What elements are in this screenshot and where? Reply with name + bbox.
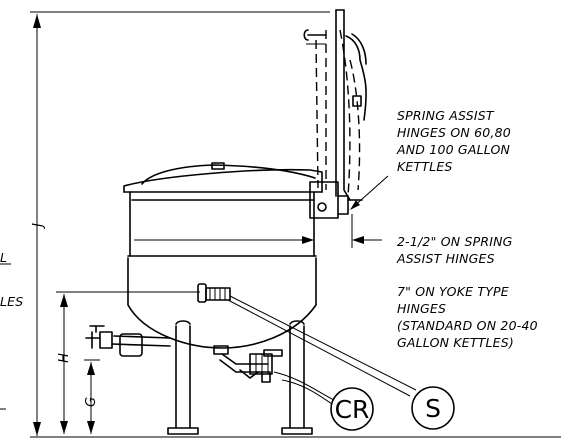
dimension-h: H <box>56 291 200 434</box>
offset-dimension <box>284 214 382 248</box>
dimension-label-g: G <box>84 397 99 407</box>
note-offset-spring-line-2: ASSIST HINGES <box>396 251 495 266</box>
note-yoke-line-1: 7" ON YOKE TYPE <box>397 284 509 299</box>
callout-cr-label: CR <box>335 395 370 424</box>
note-spring-assist-line-4: KETTLES <box>397 159 453 174</box>
cr-leader <box>273 371 335 401</box>
note-spring-assist: SPRING ASSIST HINGES ON 60,80 AND 100 GA… <box>396 108 511 174</box>
note-spring-assist-line-3: AND 100 GALLON <box>396 142 511 157</box>
note-offset-spring-line-1: 2-1/2" ON SPRING <box>397 234 513 249</box>
note-spring-assist-line-1: SPRING ASSIST <box>397 108 495 123</box>
callout-cr: CR <box>330 387 374 431</box>
open-lid <box>303 9 367 201</box>
cropped-text-l: L <box>0 250 7 265</box>
dimension-j: J <box>30 11 330 436</box>
kettle-body <box>127 191 317 349</box>
callout-s: S <box>411 386 455 430</box>
cropped-text-les: LES <box>0 294 23 309</box>
kettle-lid <box>123 162 323 201</box>
bottom-fitting <box>213 345 283 383</box>
drain-valve <box>85 325 171 357</box>
side-fitting <box>197 283 231 303</box>
note-yoke: 7" ON YOKE TYPE HINGES (STANDARD ON 20-4… <box>397 284 538 350</box>
callout-s-label: S <box>425 394 441 423</box>
note-yoke-line-2: HINGES <box>397 301 446 316</box>
dimension-g: G <box>84 359 100 434</box>
note-yoke-line-4: GALLON KETTLES) <box>397 335 514 350</box>
dimension-label-j: J <box>31 223 46 230</box>
note-yoke-line-3: (STANDARD ON 20-40 <box>397 318 538 333</box>
dimension-label-h: H <box>57 353 72 363</box>
note-offset-spring: 2-1/2" ON SPRING ASSIST HINGES <box>396 234 513 266</box>
note-spring-assist-line-2: HINGES ON 60,80 <box>397 125 511 140</box>
legs <box>167 320 313 435</box>
s-leader <box>229 295 417 391</box>
